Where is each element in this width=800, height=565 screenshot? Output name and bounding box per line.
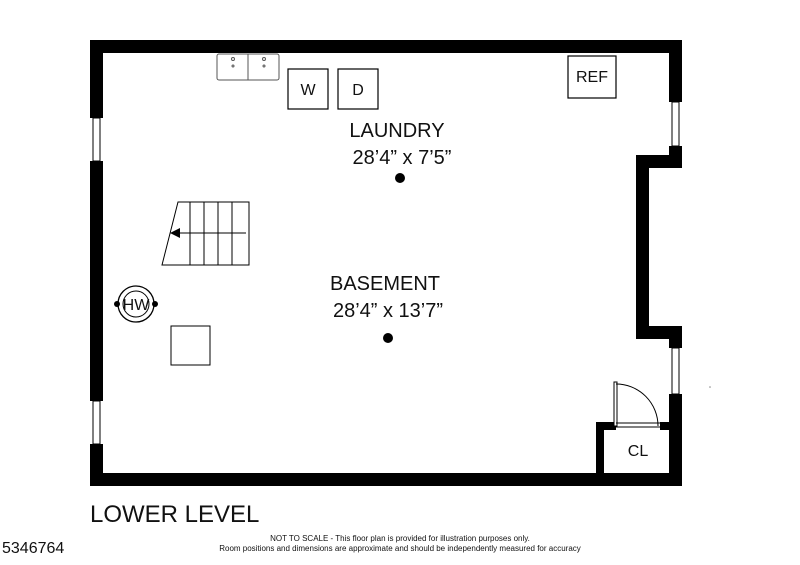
closet-door [613,381,660,428]
left-wall-middle [90,161,103,401]
washer: W [287,68,329,110]
basement-room-dimensions: 28’4” x 13’7” [332,300,444,322]
basement-center-dot [383,333,393,343]
basement-room-name: BASEMENT [329,273,441,295]
closet-wall-top-right [660,422,682,430]
laundry-room-name: LAUNDRY [349,120,445,142]
refrigerator-label: REF [576,69,608,86]
right-wall-recess [636,155,649,339]
closet-wall-left [596,422,604,486]
water-heater: HW [114,285,158,323]
window-left-lower [92,400,101,445]
right-wall-upper [669,40,682,102]
windows [92,101,680,445]
window-right-lower [671,347,680,395]
top-wall [90,40,682,53]
washer-label: W [300,82,316,99]
listing-id: 5346764 [2,540,65,557]
disclaimer-line-2: Room positions and dimensions are approx… [219,544,581,553]
stairs [161,201,250,266]
refrigerator: REF [567,55,617,99]
laundry-sink [216,53,280,81]
laundry-room-dimensions: 28’4” x 7’5” [352,147,452,169]
utility-box [170,325,211,366]
window-left-upper [92,117,101,162]
walls [90,40,682,486]
window-right-upper [671,101,680,147]
laundry-center-dot [395,173,405,183]
water-heater-label: HW [123,297,151,314]
bottom-wall [90,473,682,486]
right-wall-lower [669,394,682,486]
level-title: LOWER LEVEL [90,501,260,528]
left-wall-upper [90,40,103,118]
stairs-arrow-icon [170,228,180,238]
right-wall-jog-b [669,326,682,348]
dryer: D [337,68,379,110]
dryer-label: D [352,82,364,99]
mark-dot [709,386,711,388]
closet-wall-top [596,422,616,430]
left-wall-lower [90,444,103,486]
closet-label: CL [628,443,649,460]
disclaimer-line-1: NOT TO SCALE - This floor plan is provid… [270,534,530,543]
